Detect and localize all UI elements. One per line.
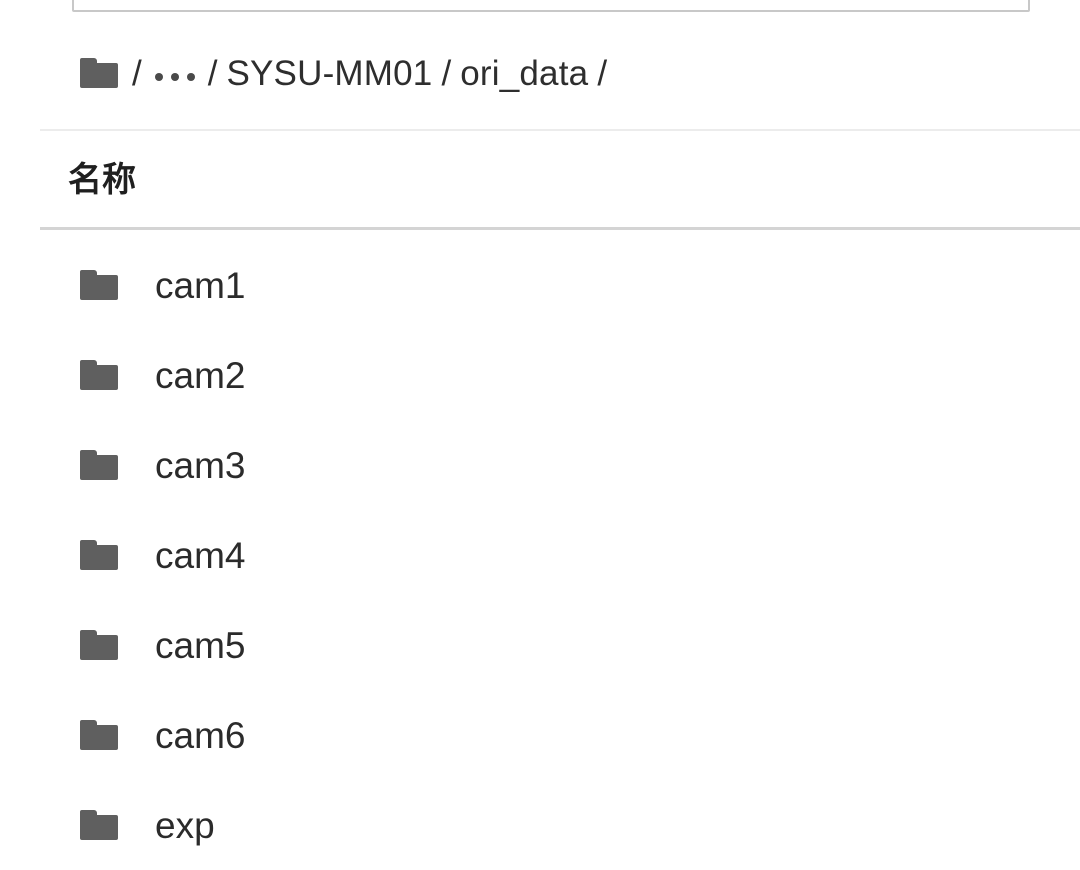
column-header-name[interactable]: 名称 (68, 161, 136, 199)
folder-icon (80, 810, 118, 840)
folder-icon-body (80, 365, 118, 390)
folder-icon-body (80, 545, 118, 570)
folder-icon-body (80, 815, 118, 840)
list-item[interactable]: cam3 (0, 420, 1080, 510)
list-item-label: cam6 (155, 714, 246, 756)
folder-icon-tab (80, 360, 97, 367)
folder-icon-body (80, 455, 118, 480)
folder-icon-tab (80, 810, 97, 817)
folder-icon (80, 450, 118, 480)
clipped-toolbar-box (72, 0, 1030, 12)
breadcrumb-separator-1: / (207, 53, 218, 93)
folder-icon-tab (80, 450, 97, 457)
list-item[interactable]: cam5 (0, 600, 1080, 690)
folder-icon-tab (80, 58, 97, 65)
ellipsis-dot-3 (186, 73, 195, 81)
folder-icon[interactable] (80, 58, 118, 88)
breadcrumb-segment-sysu-mm01[interactable]: SYSU-MM01 (226, 53, 433, 93)
list-item-label: cam1 (155, 264, 246, 306)
folder-icon-body (80, 275, 118, 300)
folder-icon (80, 270, 118, 300)
folder-icon (80, 720, 118, 750)
ellipsis-dot-2 (170, 73, 179, 81)
breadcrumb-ellipsis-icon[interactable] (151, 73, 199, 81)
folder-icon (80, 360, 118, 390)
folder-icon-body (80, 635, 118, 660)
folder-icon (80, 540, 118, 570)
folder-icon-tab (80, 630, 97, 637)
breadcrumb-separator-root: / (132, 53, 142, 93)
list-item-label: exp (155, 804, 215, 846)
list-item[interactable]: cam6 (0, 690, 1080, 780)
breadcrumb-segment-ori-data[interactable]: ori_data (460, 53, 589, 93)
list-item-label: cam2 (155, 354, 246, 396)
list-item-label: cam3 (155, 444, 246, 486)
list-column-header: 名称 (0, 148, 1080, 212)
breadcrumb[interactable]: / / SYSU-MM01 / ori_data / (0, 40, 1080, 106)
list-item[interactable]: cam2 (0, 330, 1080, 420)
breadcrumb-separator-trailing: / (597, 53, 608, 93)
folder-icon-tab (80, 270, 97, 277)
column-header-divider (40, 227, 1080, 230)
list-item[interactable]: cam4 (0, 510, 1080, 600)
folder-icon-tab (80, 720, 97, 727)
folder-icon (80, 630, 118, 660)
folder-icon-body (80, 63, 118, 88)
folder-icon-body (80, 725, 118, 750)
breadcrumb-divider (40, 129, 1080, 131)
ellipsis-dot-1 (154, 73, 163, 81)
folder-icon-tab (80, 540, 97, 547)
list-item-label: cam4 (155, 534, 246, 576)
breadcrumb-separator-2: / (441, 53, 452, 93)
file-list: cam1 cam2 cam3 cam4 (0, 240, 1080, 870)
list-item[interactable]: cam1 (0, 240, 1080, 330)
list-item[interactable]: exp (0, 780, 1080, 870)
list-item-label: cam5 (155, 624, 246, 666)
